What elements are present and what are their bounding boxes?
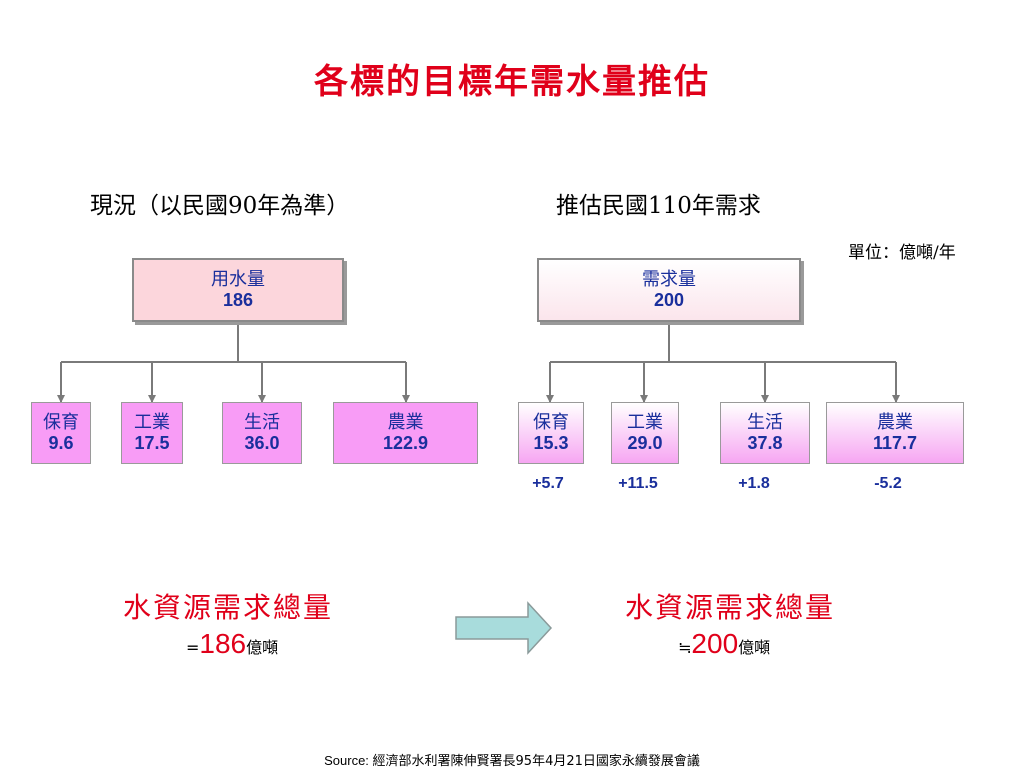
item-name: 工業 — [134, 412, 170, 433]
left-total-prefix: = — [186, 638, 200, 657]
item-value: 15.3 — [533, 433, 569, 453]
delta-conservation: +5.7 — [532, 475, 564, 492]
right-heading: 推估民國110年需求 — [556, 193, 761, 219]
source-text: 經濟部水利署陳伸賢署長95年4月21日國家永續發展會議 — [372, 754, 700, 769]
item-value: 117.7 — [872, 433, 918, 453]
right-total-unit: 億噸 — [738, 638, 771, 657]
item-name: 保育 — [533, 412, 569, 433]
left-item-agriculture: 農業 122.9 — [333, 402, 478, 464]
page-title: 各標的目標年需水量推估 — [314, 62, 710, 102]
item-name: 農業 — [387, 412, 424, 433]
right-item-agriculture: 農業 117.7 — [826, 402, 964, 464]
left-total-name: 用水量 — [211, 269, 265, 290]
right-item-conservation: 保育 15.3 — [518, 402, 584, 464]
source-prefix: Source: — [324, 753, 373, 768]
left-total-box: 用水量 186 — [132, 258, 344, 322]
right-total-label: 水資源需求總量 — [625, 591, 836, 624]
unit-label: 單位：億噸/年 — [848, 243, 956, 263]
left-total-label: 水資源需求總量 — [123, 591, 334, 624]
delta-domestic: +1.8 — [738, 475, 770, 492]
right-total-line: ≒200億噸 — [678, 628, 770, 660]
item-value: 36.0 — [244, 433, 280, 453]
delta-industry: +11.5 — [618, 475, 658, 492]
item-value: 37.8 — [747, 433, 783, 453]
right-total-box: 需求量 200 — [537, 258, 801, 322]
left-total-number: 186 — [199, 628, 247, 659]
right-total-name: 需求量 — [642, 269, 696, 290]
item-value: 122.9 — [382, 433, 429, 453]
item-value: 9.6 — [48, 433, 74, 453]
source-note: Source: 經濟部水利署陳伸賢署長95年4月21日國家永續發展會議 — [0, 750, 1024, 769]
item-name: 工業 — [627, 412, 663, 433]
right-item-industry: 工業 29.0 — [611, 402, 679, 464]
item-name: 保育 — [43, 412, 79, 433]
item-name: 生活 — [244, 412, 280, 433]
transition-arrow-icon — [455, 601, 553, 655]
left-item-domestic: 生活 36.0 — [222, 402, 302, 464]
left-item-industry: 工業 17.5 — [121, 402, 183, 464]
right-total-number: 200 — [691, 628, 739, 659]
left-heading: 現況（以民國90年為準） — [90, 193, 350, 219]
item-value: 29.0 — [627, 433, 663, 453]
right-total-value: 200 — [653, 290, 685, 310]
item-value: 17.5 — [134, 433, 170, 453]
right-total-prefix: ≒ — [678, 638, 692, 657]
item-name: 生活 — [747, 412, 783, 433]
item-name: 農業 — [877, 412, 913, 433]
left-total-unit: 億噸 — [246, 638, 279, 657]
right-item-domestic: 生活 37.8 — [720, 402, 810, 464]
delta-agriculture: -5.2 — [874, 475, 902, 492]
left-total-line: =186億噸 — [186, 628, 278, 660]
left-item-conservation: 保育 9.6 — [31, 402, 91, 464]
left-total-value: 186 — [222, 290, 254, 310]
